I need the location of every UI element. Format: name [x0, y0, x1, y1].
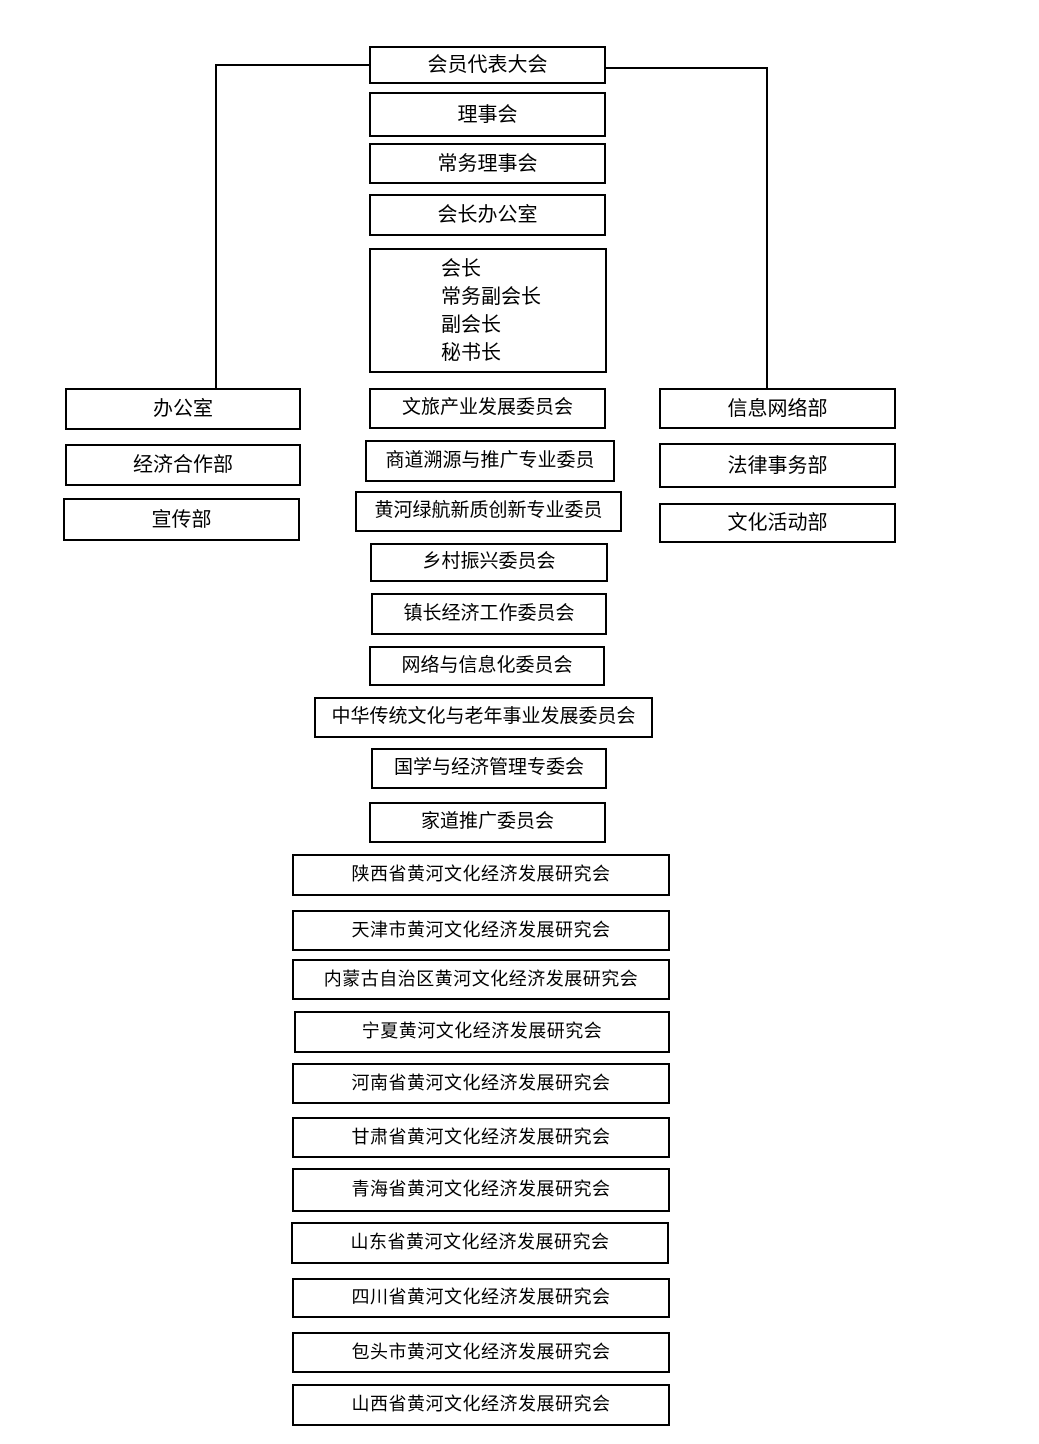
node-label: 法律事务部: [727, 454, 828, 477]
node-dept-office: 办公室: [65, 388, 301, 430]
connector-right-horizontal: [606, 67, 768, 69]
node-assoc-inner-mongolia: 内蒙古自治区黄河文化经济发展研究会: [292, 959, 670, 1000]
node-assoc-qinghai: 青海省黄河文化经济发展研究会: [292, 1168, 670, 1212]
node-label: 信息网络部: [727, 397, 828, 420]
node-label: 河南省黄河文化经济发展研究会: [351, 1072, 611, 1093]
node-assoc-gansu: 甘肃省黄河文化经济发展研究会: [292, 1117, 670, 1158]
node-label: 黄河绿航新质创新专业委员: [374, 500, 603, 522]
leadership-vice-president: 副会长: [441, 313, 501, 336]
node-dept-information-network: 信息网络部: [659, 388, 896, 429]
node-label: 会长办公室: [437, 204, 538, 226]
node-committee-shangdao-tracing-promotion: 商道溯源与推广专业委员: [365, 440, 615, 482]
node-label: 中华传统文化与老年事业发展委员会: [331, 706, 636, 728]
node-label: 青海省黄河文化经济发展研究会: [351, 1179, 611, 1200]
leadership-executive-vice-president: 常务副会长: [441, 285, 541, 308]
node-member-assembly: 会员代表大会: [369, 46, 606, 84]
node-assoc-tianjin: 天津市黄河文化经济发展研究会: [292, 910, 670, 951]
node-assoc-shaanxi: 陕西省黄河文化经济发展研究会: [292, 854, 670, 896]
node-label: 山西省黄河文化经济发展研究会: [351, 1394, 611, 1415]
connector-left-vertical: [215, 64, 217, 388]
node-label: 镇长经济工作委员会: [403, 602, 575, 624]
node-label: 陕西省黄河文化经济发展研究会: [351, 864, 611, 885]
node-label: 内蒙古自治区黄河文化经济发展研究会: [323, 968, 639, 989]
node-label: 家道推广委员会: [420, 811, 554, 833]
node-committee-guoxue-economic-management: 国学与经济管理专委会: [371, 748, 607, 789]
leadership-president: 会长: [441, 257, 481, 280]
node-committee-network-informatization: 网络与信息化委员会: [369, 646, 605, 686]
connector-left-horizontal: [216, 64, 370, 66]
node-standing-council: 常务理事会: [369, 143, 606, 184]
node-assoc-ningxia: 宁夏黄河文化经济发展研究会: [294, 1011, 670, 1053]
connector-right-vertical: [766, 67, 768, 388]
node-label: 文化活动部: [727, 512, 828, 534]
leadership-secretary-general: 秘书长: [441, 341, 501, 364]
node-dept-economic-cooperation: 经济合作部: [65, 444, 301, 486]
node-label: 文旅产业发展委员会: [401, 397, 573, 419]
node-label: 经济合作部: [133, 454, 233, 476]
node-label: 会员代表大会: [427, 54, 548, 76]
node-label: 网络与信息化委员会: [401, 654, 573, 676]
node-label: 山东省黄河文化经济发展研究会: [350, 1232, 610, 1253]
node-committee-traditional-culture-elderly: 中华传统文化与老年事业发展委员会: [314, 697, 653, 738]
node-dept-legal-affairs: 法律事务部: [659, 443, 896, 488]
node-assoc-baotou: 包头市黄河文化经济发展研究会: [292, 1332, 670, 1373]
node-label: 常务理事会: [437, 152, 538, 175]
node-president-office: 会长办公室: [369, 194, 606, 236]
node-assoc-sichuan: 四川省黄河文化经济发展研究会: [292, 1278, 670, 1318]
node-label: 甘肃省黄河文化经济发展研究会: [351, 1126, 611, 1147]
node-label: 办公室: [153, 398, 213, 420]
node-committee-cultural-tourism-development: 文旅产业发展委员会: [369, 388, 606, 429]
node-committee-jiadao-promotion: 家道推广委员会: [369, 802, 606, 843]
node-committee-mayor-economic-work: 镇长经济工作委员会: [371, 593, 607, 635]
node-assoc-shanxi: 山西省黄河文化经济发展研究会: [292, 1384, 670, 1426]
node-assoc-henan: 河南省黄河文化经济发展研究会: [292, 1063, 670, 1104]
node-council: 理事会: [369, 92, 606, 137]
node-label: 宣传部: [151, 508, 212, 531]
node-label: 乡村振兴委员会: [422, 551, 556, 573]
node-label: 商道溯源与推广专业委员: [385, 449, 595, 471]
node-label: 四川省黄河文化经济发展研究会: [351, 1287, 611, 1308]
node-label: 天津市黄河文化经济发展研究会: [351, 919, 611, 940]
node-label: 理事会: [457, 103, 518, 126]
node-committee-rural-revitalization: 乡村振兴委员会: [370, 543, 608, 582]
node-leadership: 会长 常务副会长 副会长 秘书长: [369, 248, 607, 373]
node-dept-publicity: 宣传部: [63, 498, 300, 541]
node-label: 国学与经济管理专委会: [393, 757, 584, 779]
node-label: 包头市黄河文化经济发展研究会: [351, 1341, 611, 1362]
node-dept-cultural-activities: 文化活动部: [659, 503, 896, 543]
node-assoc-shandong: 山东省黄河文化经济发展研究会: [291, 1222, 669, 1264]
node-label: 宁夏黄河文化经济发展研究会: [361, 1021, 603, 1042]
node-committee-yellow-river-green-innovation: 黄河绿航新质创新专业委员: [355, 491, 622, 532]
